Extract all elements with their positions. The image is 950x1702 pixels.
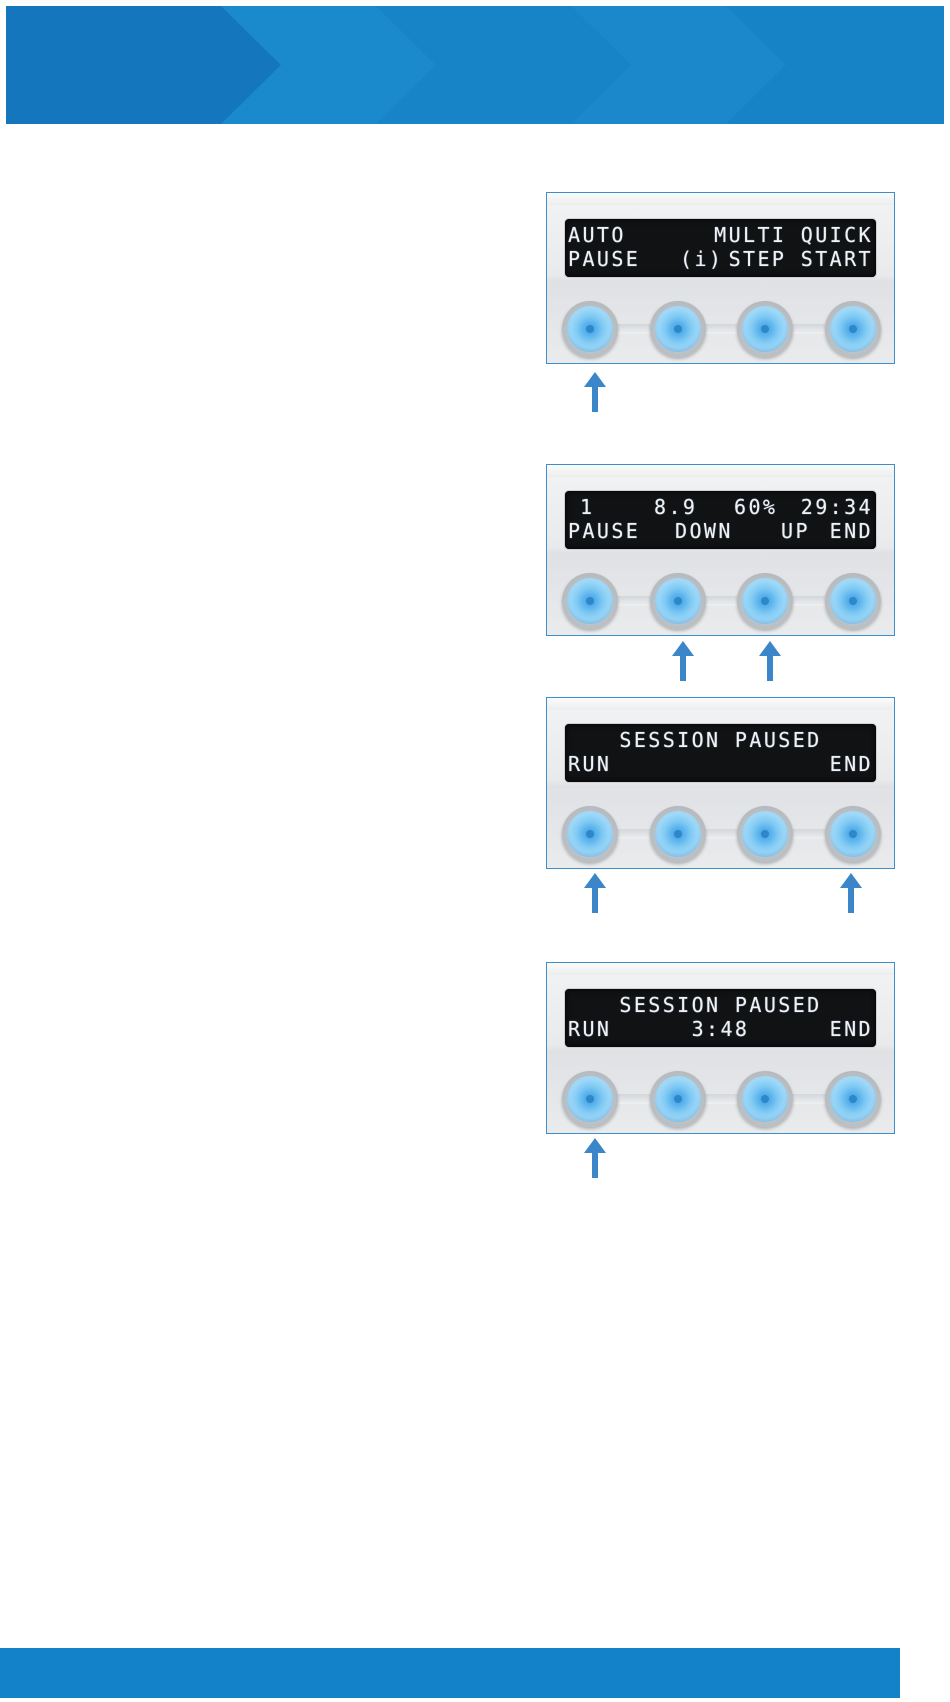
display-text: SESSION PAUSED (619, 993, 822, 1017)
display-text: AUTO (568, 223, 626, 247)
control-panel-2: 1 8.9 60% 29:34 PAUSE DOWN UP END (546, 464, 895, 636)
display-text: 3:48 (691, 1017, 750, 1041)
soft-button-3[interactable] (737, 1071, 793, 1127)
display-text: PAUSE (568, 247, 641, 271)
lcd-display: 1 8.9 60% 29:34 PAUSE DOWN UP END (565, 491, 876, 549)
display-text: STEP START (728, 247, 873, 271)
display-line-1: SESSION PAUSED (568, 728, 873, 752)
display-line-1: 1 8.9 60% 29:34 (568, 495, 873, 519)
footer-bar (0, 1648, 900, 1698)
button-rail (587, 596, 857, 606)
arrow-up-icon (672, 641, 694, 681)
display-line-2: RUN 3:48 END (568, 1017, 873, 1041)
display-line-2: PAUSE DOWN UP END (568, 519, 873, 543)
soft-button-4[interactable] (825, 573, 881, 629)
display-text: SESSION PAUSED (619, 728, 822, 752)
lcd-display: AUTO MULTI QUICK PAUSE (i) STEP START (565, 219, 876, 277)
display-text: UP (781, 519, 810, 543)
display-text: RUN (568, 1017, 612, 1041)
soft-button-1[interactable] (562, 573, 618, 629)
display-line-2: PAUSE (i) STEP START (568, 247, 873, 271)
arrow-up-icon (759, 641, 781, 681)
display-text: RUN (568, 752, 612, 776)
display-text: END (829, 519, 873, 543)
control-panel-3: SESSION PAUSED RUN END (546, 697, 895, 869)
control-panel-4: SESSION PAUSED RUN 3:48 END (546, 962, 895, 1134)
button-rail (587, 829, 857, 839)
soft-button-4[interactable] (825, 1071, 881, 1127)
display-line-1: AUTO MULTI QUICK (568, 223, 873, 247)
soft-button-2[interactable] (650, 573, 706, 629)
display-text: 60% (734, 495, 778, 519)
soft-button-2[interactable] (650, 806, 706, 862)
arrow-up-icon (584, 873, 606, 913)
lcd-display: SESSION PAUSED RUN 3:48 END (565, 989, 876, 1047)
display-line-1: SESSION PAUSED (568, 993, 873, 1017)
display-text: 1 (580, 495, 595, 519)
display-text: MULTI QUICK (714, 223, 873, 247)
header-banner (6, 6, 944, 124)
soft-button-3[interactable] (737, 573, 793, 629)
soft-button-2[interactable] (650, 301, 706, 357)
soft-button-2[interactable] (650, 1071, 706, 1127)
control-panel-1: AUTO MULTI QUICK PAUSE (i) STEP START (546, 192, 895, 364)
display-text: DOWN (675, 519, 733, 543)
soft-button-4[interactable] (825, 301, 881, 357)
arrow-up-icon (584, 1138, 606, 1178)
display-text: 29:34 (800, 495, 873, 519)
soft-button-3[interactable] (737, 806, 793, 862)
display-text: PAUSE (568, 519, 641, 543)
soft-button-1[interactable] (562, 1071, 618, 1127)
display-text: 8.9 (654, 495, 698, 519)
display-text: END (829, 752, 873, 776)
soft-button-1[interactable] (562, 806, 618, 862)
soft-button-4[interactable] (825, 806, 881, 862)
chevron-pattern-icon (6, 6, 944, 124)
soft-button-1[interactable] (562, 301, 618, 357)
lcd-display: SESSION PAUSED RUN END (565, 724, 876, 782)
button-rail (587, 324, 857, 334)
arrow-up-icon (840, 873, 862, 913)
display-text: END (829, 1017, 873, 1041)
soft-button-3[interactable] (737, 301, 793, 357)
display-line-2: RUN END (568, 752, 873, 776)
button-rail (587, 1094, 857, 1104)
arrow-up-icon (584, 372, 606, 412)
display-text: (i) (680, 247, 724, 271)
